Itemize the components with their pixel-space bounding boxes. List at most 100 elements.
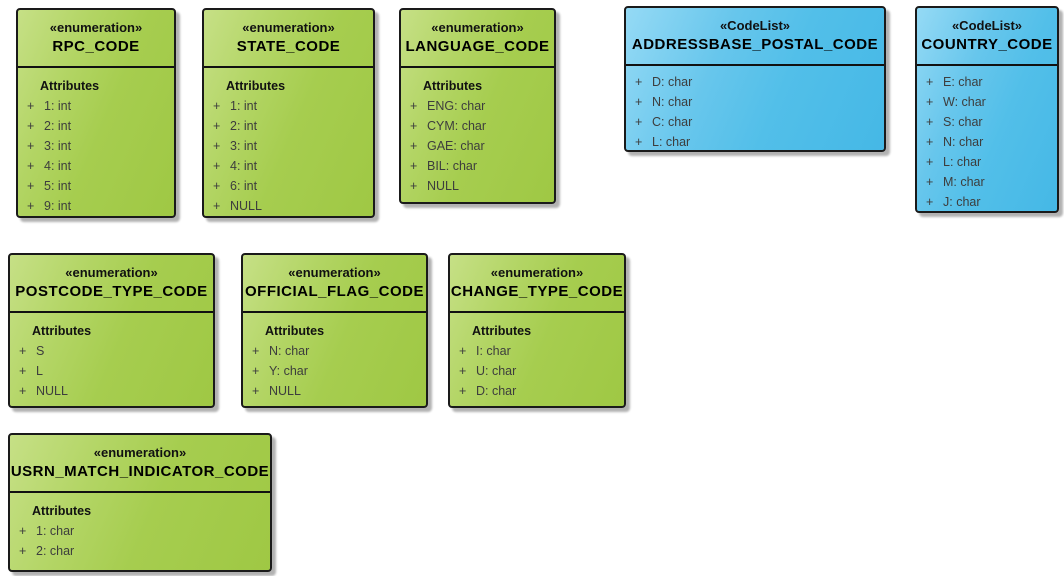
visibility-plus-icon: + [213, 99, 221, 113]
enum-box-postcode-type-code[interactable]: «enumeration» POSTCODE_TYPE_CODE Attribu… [8, 253, 215, 408]
visibility-plus-icon: + [252, 384, 260, 398]
attribute-text: NULL [36, 384, 68, 398]
attribute-row: +M: char [917, 172, 1057, 192]
visibility-plus-icon: + [19, 544, 27, 558]
attributes-compartment: Attributes +I: char+U: char+D: char [450, 313, 624, 401]
visibility-plus-icon: + [926, 115, 934, 129]
attribute-row: +NULL [243, 381, 426, 401]
visibility-plus-icon: + [19, 344, 27, 358]
attribute-text: 1: int [230, 99, 258, 113]
attribute-row: +BIL: char [401, 156, 554, 176]
attribute-text: NULL [230, 199, 262, 213]
attribute-text: CYM: char [427, 119, 487, 133]
attribute-text: S: char [943, 115, 983, 129]
attribute-row: +GAE: char [401, 136, 554, 156]
codelist-box-country-code[interactable]: «CodeList» COUNTRY_CODE +E: char+W: char… [915, 6, 1059, 213]
visibility-plus-icon: + [410, 159, 418, 173]
visibility-plus-icon: + [27, 179, 35, 193]
attribute-text: W: char [943, 95, 986, 109]
visibility-plus-icon: + [926, 95, 934, 109]
box-title: POSTCODE_TYPE_CODE [15, 283, 208, 300]
attribute-row: +6: int [204, 176, 373, 196]
attributes-heading: Attributes [265, 324, 325, 338]
box-title: LANGUAGE_CODE [405, 38, 550, 55]
attribute-text: M: char [943, 175, 985, 189]
attribute-row: +N: char [626, 92, 884, 112]
enum-box-official-flag-code[interactable]: «enumeration» OFFICIAL_FLAG_CODE Attribu… [241, 253, 428, 408]
enum-box-usrn-match-indicator-code[interactable]: «enumeration» USRN_MATCH_INDICATOR_CODE … [8, 433, 272, 572]
attributes-compartment: Attributes +1: int+2: int+3: int+4: int+… [204, 68, 373, 216]
visibility-plus-icon: + [213, 139, 221, 153]
attributes-compartment: Attributes +ENG: char+CYM: char+GAE: cha… [401, 68, 554, 196]
attribute-text: 4: int [44, 159, 72, 173]
attribute-text: 1: char [36, 524, 75, 538]
attribute-row: +Y: char [243, 361, 426, 381]
enum-box-state-code[interactable]: «enumeration» STATE_CODE Attributes +1: … [202, 8, 375, 218]
attribute-row: +L: char [626, 132, 884, 152]
visibility-plus-icon: + [635, 135, 643, 149]
attribute-text: L [36, 364, 43, 378]
attribute-row: +D: char [450, 381, 624, 401]
attribute-text: NULL [427, 179, 459, 193]
attribute-row: +CYM: char [401, 116, 554, 136]
attribute-row: +1: int [18, 96, 174, 116]
attributes-compartment: +E: char+W: char+S: char+N: char+L: char… [917, 66, 1057, 212]
visibility-plus-icon: + [27, 199, 35, 213]
visibility-plus-icon: + [635, 115, 643, 129]
stereotype-label: «enumeration» [431, 20, 524, 35]
box-header: «enumeration» POSTCODE_TYPE_CODE [10, 255, 213, 313]
attribute-text: 6: int [230, 179, 258, 193]
attribute-text: L: char [943, 155, 982, 169]
attribute-text: 2: int [44, 119, 72, 133]
attributes-heading: Attributes [226, 79, 286, 93]
attribute-text: 2: int [230, 119, 258, 133]
attribute-text: 2: char [36, 544, 75, 558]
box-header: «enumeration» OFFICIAL_FLAG_CODE [243, 255, 426, 313]
attribute-row: +N: char [243, 341, 426, 361]
visibility-plus-icon: + [213, 179, 221, 193]
attribute-text: E: char [943, 75, 983, 89]
attribute-row: +ENG: char [401, 96, 554, 116]
attributes-heading: Attributes [40, 79, 100, 93]
attribute-row: +2: int [18, 116, 174, 136]
attribute-text: Y: char [269, 364, 308, 378]
attribute-row: + NULL [204, 196, 373, 216]
attribute-row: +4: int [18, 156, 174, 176]
visibility-plus-icon: + [635, 95, 643, 109]
attribute-text: I: char [476, 344, 511, 358]
box-header: «enumeration» STATE_CODE [204, 10, 373, 68]
box-title: CHANGE_TYPE_CODE [450, 283, 624, 300]
attribute-row: +5: int [18, 176, 174, 196]
visibility-plus-icon: + [410, 99, 418, 113]
stereotype-label: «CodeList» [951, 18, 1023, 33]
enum-box-change-type-code[interactable]: «enumeration» CHANGE_TYPE_CODE Attribute… [448, 253, 626, 408]
enum-box-language-code[interactable]: «enumeration» LANGUAGE_CODE Attributes +… [399, 8, 556, 204]
attributes-heading: Attributes [423, 79, 483, 93]
visibility-plus-icon: + [213, 119, 221, 133]
stereotype-label: «enumeration» [65, 265, 158, 280]
attributes-heading: Attributes [32, 324, 92, 338]
box-header: «CodeList» COUNTRY_CODE [917, 8, 1057, 66]
attribute-text: 3: int [44, 139, 72, 153]
box-header: «enumeration» USRN_MATCH_INDICATOR_CODE [10, 435, 270, 493]
visibility-plus-icon: + [926, 135, 934, 149]
visibility-plus-icon: + [459, 344, 467, 358]
attributes-compartment: +D: char+N: char+C: char+L: char [626, 66, 884, 152]
codelist-box-addressbase-postal-code[interactable]: «CodeList» ADDRESSBASE_POSTAL_CODE +D: c… [624, 6, 886, 152]
stereotype-label: «CodeList» [719, 18, 791, 33]
visibility-plus-icon: + [213, 199, 221, 213]
box-title: OFFICIAL_FLAG_CODE [244, 283, 424, 300]
attribute-row: + W: char [917, 92, 1057, 112]
visibility-plus-icon: + [459, 384, 467, 398]
enum-box-rpc-code[interactable]: «enumeration» RPC_CODE Attributes +1: in… [16, 8, 176, 218]
visibility-plus-icon: + [27, 119, 35, 133]
attribute-row: +2: char [10, 541, 270, 561]
visibility-plus-icon: + [19, 364, 27, 378]
attribute-row: +1: int [204, 96, 373, 116]
box-title: STATE_CODE [236, 38, 341, 55]
box-title: USRN_MATCH_INDICATOR_CODE [10, 463, 270, 480]
visibility-plus-icon: + [252, 344, 260, 358]
attribute-row: +E: char [917, 72, 1057, 92]
attribute-row: +1: char [10, 521, 270, 541]
